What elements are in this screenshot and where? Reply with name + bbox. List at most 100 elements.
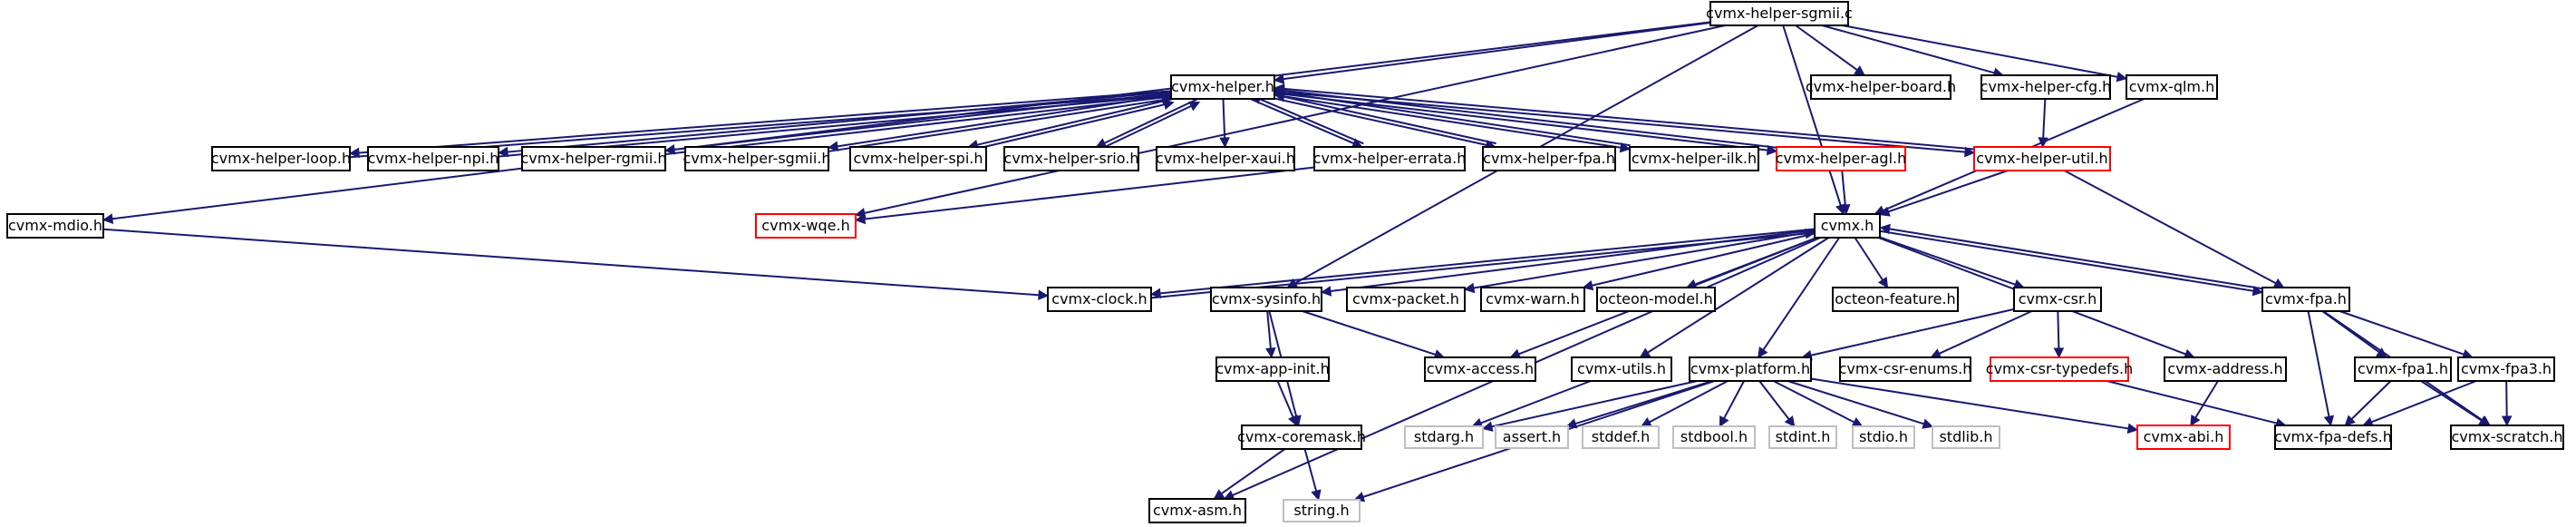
node-appinit[interactable]: cvmx-app-init.h <box>1215 356 1330 382</box>
node-fpadefs[interactable]: cvmx-fpa-defs.h <box>2274 425 2392 450</box>
arrowhead-appinit-to-coremask <box>1287 415 1298 427</box>
node-access[interactable]: cvmx-access.h <box>1424 356 1536 382</box>
node-agl[interactable]: cvmx-helper-agl.h <box>1776 146 1906 171</box>
node-util[interactable]: cvmx-helper-util.h <box>1973 146 2111 171</box>
edge-sgmii_c-to-cfg <box>1821 24 1995 74</box>
node-box-ilk <box>1629 146 1759 171</box>
edge-coremask-to-string <box>1303 448 1318 492</box>
node-spi[interactable]: cvmx-helper-spi.h <box>849 146 987 171</box>
node-feature[interactable]: octeon-feature.h <box>1832 287 1959 312</box>
node-box-xaui <box>1156 146 1295 171</box>
node-label-clock: cvmx-clock.h <box>1051 290 1147 307</box>
node-npi[interactable]: cvmx-helper-npi.h <box>367 146 499 171</box>
node-sgmii_c: cvmx-helper-sgmii.c <box>1706 1 1853 26</box>
node-fpa[interactable]: cvmx-fpa.h <box>2261 287 2350 312</box>
node-fpa3[interactable]: cvmx-fpa3.h <box>2457 356 2555 382</box>
node-box-spi <box>849 146 987 171</box>
node-label-csr: cvmx-csr.h <box>2019 290 2097 307</box>
node-errata[interactable]: cvmx-helper-errata.h <box>1313 146 1467 171</box>
node-fpa1[interactable]: cvmx-fpa1.h <box>2354 356 2452 382</box>
node-box-clock <box>1047 287 1152 312</box>
node-box-utils <box>1571 356 1672 382</box>
node-rgmii[interactable]: cvmx-helper-rgmii.h <box>520 146 667 171</box>
node-sysinfo[interactable]: cvmx-sysinfo.h <box>1210 287 1322 312</box>
edge-helper-to-ilk <box>1273 93 1622 149</box>
node-label-csrenums: cvmx-csr-enums.h <box>1839 360 1972 377</box>
node-asm[interactable]: cvmx-asm.h <box>1148 498 1246 523</box>
node-utils[interactable]: cvmx-utils.h <box>1571 356 1672 382</box>
edge-helper-to-agl <box>1273 92 1768 151</box>
arrowhead-helper-to-xaui <box>1219 137 1230 149</box>
node-label-srio: cvmx-helper-srio.h <box>1004 150 1139 167</box>
node-clock[interactable]: cvmx-clock.h <box>1047 287 1152 312</box>
arrowhead-platform-to-stdarg <box>1481 421 1494 432</box>
node-box-string <box>1283 499 1361 522</box>
node-label-fpa3: cvmx-fpa3.h <box>2461 360 2552 377</box>
node-csr[interactable]: cvmx-csr.h <box>2013 287 2102 312</box>
node-label-hfpa: cvmx-helper-fpa.h <box>1483 150 1615 167</box>
node-srio[interactable]: cvmx-helper-srio.h <box>1003 146 1139 171</box>
arrowhead-mdio-to-clock <box>1038 289 1050 301</box>
arrowhead-helper-to-util <box>1964 146 1976 158</box>
node-csrtypedefs[interactable]: cvmx-csr-typedefs.h <box>1986 356 2134 382</box>
node-wqe[interactable]: cvmx-wqe.h <box>755 213 857 239</box>
node-label-helper: cvmx-helper.h <box>1171 78 1274 95</box>
node-cvmx[interactable]: cvmx.h <box>1814 213 1881 239</box>
node-label-sgmii_c: cvmx-helper-sgmii.c <box>1706 5 1853 22</box>
node-mdio[interactable]: cvmx-mdio.h <box>6 213 104 239</box>
edge-platform-to-stdarg <box>1491 380 1698 428</box>
arrowhead-cvmx-to-feature <box>1877 277 1889 288</box>
node-string: string.h <box>1283 499 1361 522</box>
node-box-stdbool <box>1672 425 1756 449</box>
node-packet[interactable]: cvmx-packet.h <box>1346 287 1466 312</box>
node-label-fpa1: cvmx-fpa1.h <box>2358 360 2448 377</box>
edge-platform-to-stddef <box>1649 380 1729 424</box>
edge-platform-to-stdio <box>1773 380 1855 424</box>
node-qlm[interactable]: cvmx-qlm.h <box>2126 74 2218 100</box>
node-scratch[interactable]: cvmx-scratch.h <box>2450 425 2564 450</box>
arrowhead-platform-to-abi <box>2126 423 2139 434</box>
node-box-errata <box>1313 146 1466 171</box>
node-label-address: cvmx-address.h <box>2167 360 2282 377</box>
node-sgmii_h[interactable]: cvmx-helper-sgmii.h <box>683 146 831 171</box>
node-warn[interactable]: cvmx-warn.h <box>1480 287 1585 312</box>
node-box-rgmii <box>521 146 666 171</box>
arrowhead-helper-to-rgmii <box>663 144 676 155</box>
edge-errata-to-helper <box>1259 98 1364 145</box>
node-loop[interactable]: cvmx-helper-loop.h <box>211 146 351 171</box>
node-address[interactable]: cvmx-address.h <box>2164 356 2287 382</box>
arrowhead-cvmx-to-sysinfo <box>1320 286 1332 297</box>
node-csrenums[interactable]: cvmx-csr-enums.h <box>1839 356 1972 382</box>
node-hfpa[interactable]: cvmx-helper-fpa.h <box>1482 146 1616 171</box>
edge-fpa3-to-fpadefs <box>2371 380 2477 424</box>
node-label-asm: cvmx-asm.h <box>1153 502 1242 519</box>
node-board[interactable]: cvmx-helper-board.h <box>1806 74 1956 100</box>
arrowhead-helper-to-loop <box>348 147 360 159</box>
edge-helper-to-srio <box>1104 98 1198 144</box>
node-stdbool: stdbool.h <box>1672 425 1756 449</box>
node-ilk[interactable]: cvmx-helper-ilk.h <box>1629 146 1759 171</box>
node-helper[interactable]: cvmx-helper.h <box>1170 74 1275 100</box>
node-label-appinit: cvmx-app-init.h <box>1215 360 1330 377</box>
node-label-mdio: cvmx-mdio.h <box>8 217 102 234</box>
arrowhead-spi-to-helper <box>1163 99 1175 110</box>
edge-coremask-to-asm <box>1221 448 1286 495</box>
node-box-platform <box>1689 356 1812 382</box>
node-label-stdbool: stdbool.h <box>1680 428 1748 445</box>
arrowhead-csr-to-csrtypedefs <box>2053 347 2065 359</box>
edge-cvmx-to-packet <box>1473 230 1816 289</box>
edge-errata-to-wqe <box>864 166 1315 220</box>
node-platform[interactable]: cvmx-platform.h <box>1689 356 1812 382</box>
edge-sgmii_c-to-qlm <box>1842 24 2118 78</box>
node-cfg[interactable]: cvmx-helper-cfg.h <box>1980 74 2112 100</box>
node-xaui[interactable]: cvmx-helper-xaui.h <box>1156 146 1295 171</box>
node-abi[interactable]: cvmx-abi.h <box>2136 425 2231 450</box>
arrowhead-sgmii_c-to-qlm <box>2116 72 2128 83</box>
node-coremask[interactable]: cvmx-coremask.h <box>1237 425 1366 450</box>
node-box-address <box>2164 356 2287 382</box>
edge-sgmii_c-to-cvmx <box>1782 24 1842 206</box>
arrowhead-util-to-helper <box>1273 83 1285 94</box>
edge-cvmx-to-platform <box>1762 237 1841 351</box>
node-model[interactable]: octeon-model.h <box>1596 287 1716 312</box>
